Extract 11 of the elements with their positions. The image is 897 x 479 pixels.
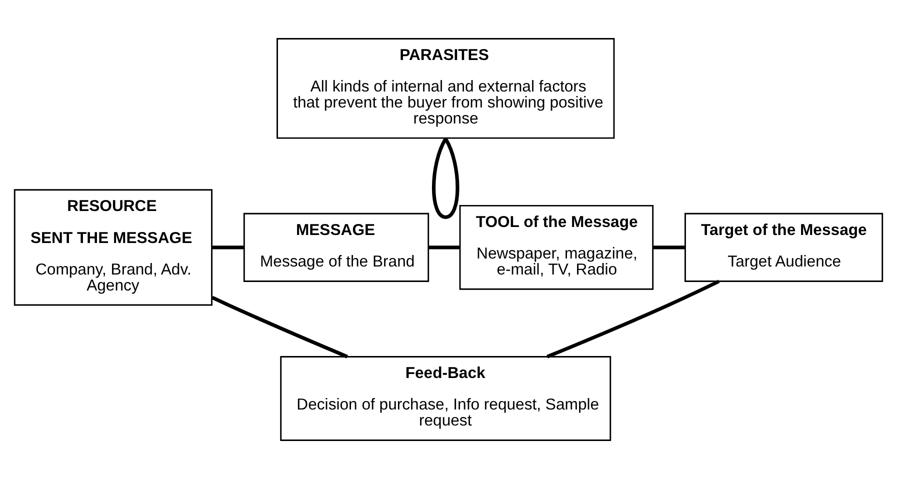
- connector: [212, 296, 348, 358]
- node-box: Target of the Message Target Audience: [684, 212, 884, 282]
- connector: [428, 246, 460, 250]
- connector: [653, 246, 685, 250]
- connector: [546, 280, 720, 358]
- node-box: Feed-Back Decision of purchase, Info request, Sample request: [280, 356, 612, 441]
- node-box: RESOURCE SENT THE MESSAGE Company, Brand, Adv. Agency: [14, 189, 212, 306]
- node-box: PARASITES All kinds of internal and external factors that prevent the buyer from showing positive response: [276, 38, 615, 139]
- connector: [212, 246, 244, 250]
- node-box: TOOL of the Message Newspaper, magazine, e-mail, TV, Radio: [459, 204, 654, 290]
- node-box: MESSAGE Message of the Brand: [243, 212, 430, 282]
